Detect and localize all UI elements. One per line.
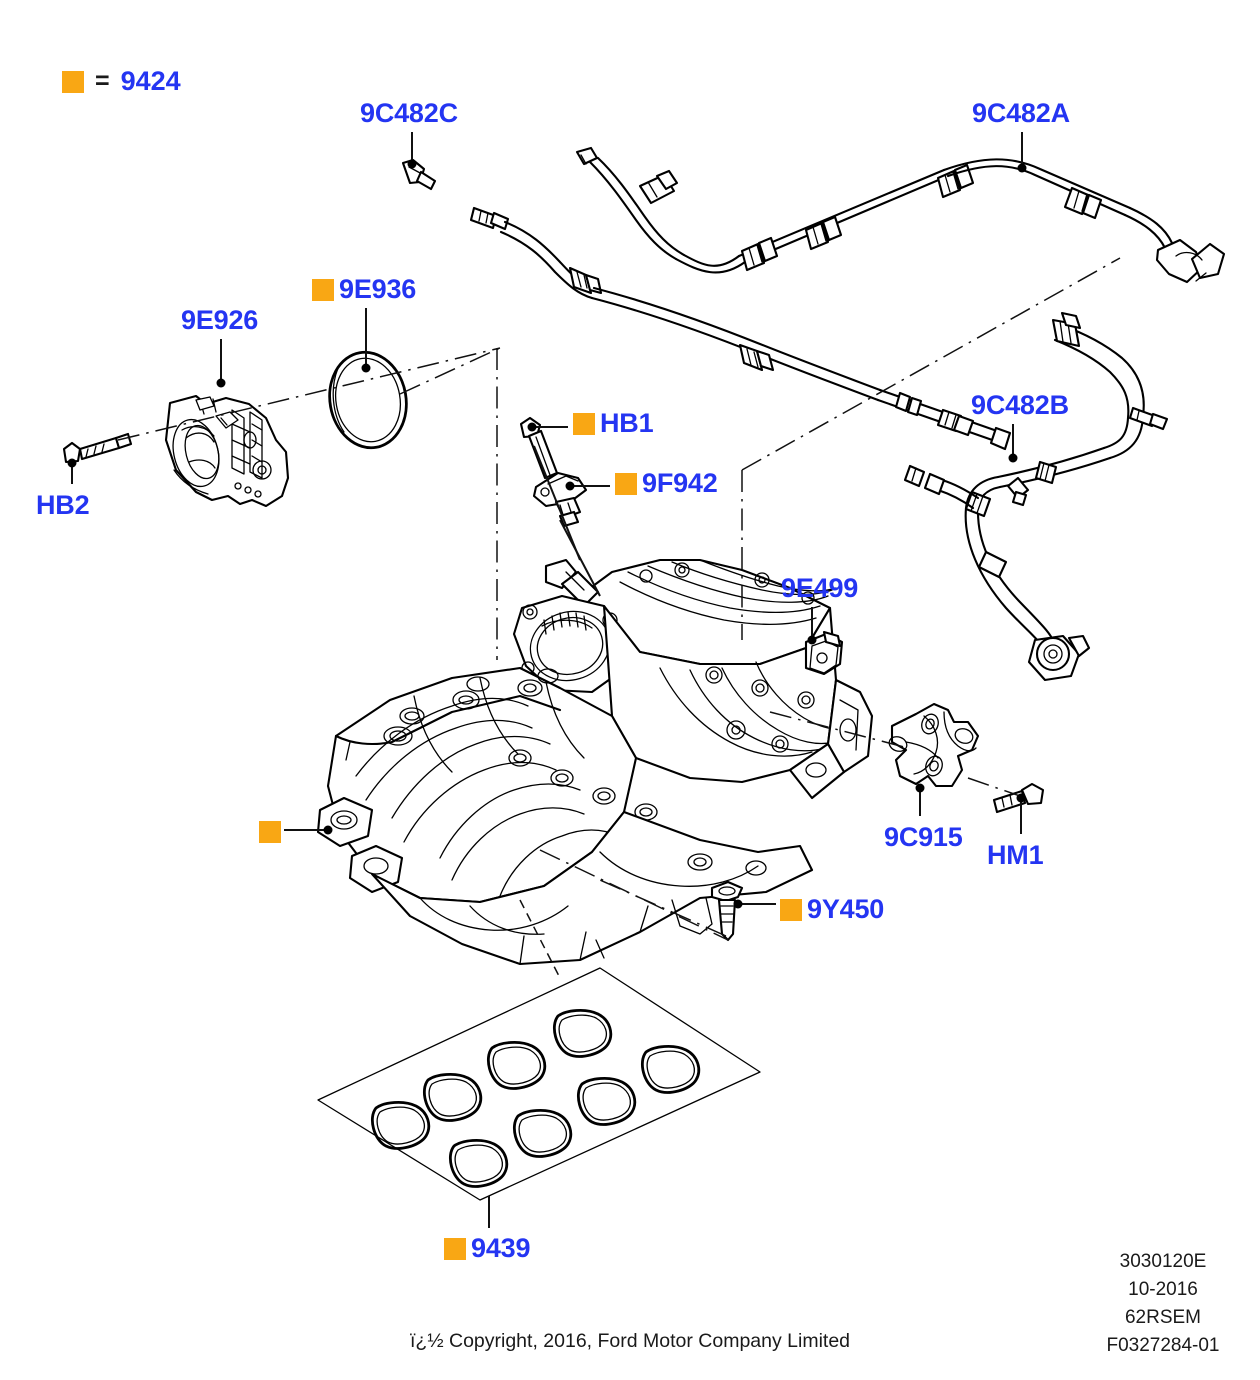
callout-label: 9C482A: [972, 98, 1070, 128]
callout-9c915[interactable]: 9C915: [884, 824, 963, 851]
part-9e499-sensor: [804, 630, 844, 676]
figure-id: F0327284-01: [1106, 1335, 1220, 1356]
part-hb2-bolt: [62, 432, 133, 464]
part-9y450-screw: [710, 880, 744, 942]
drawing-date: 10-2016: [1128, 1279, 1198, 1300]
part-9e936-seal-ring: [328, 350, 408, 450]
callout-9439[interactable]: 9439: [444, 1235, 530, 1262]
callout-label: HB1: [600, 408, 654, 438]
callout-label: HM1: [987, 840, 1044, 870]
callout-label: 9E936: [339, 274, 417, 304]
callout-hb2[interactable]: HB2: [36, 490, 90, 520]
part-9c915-valve: [888, 702, 980, 788]
part-9c482a-hose: [575, 146, 1226, 284]
callout-label: 9E926: [181, 305, 259, 335]
callout-9c482c[interactable]: 9C482C: [360, 100, 458, 127]
part-9f942-sensor: [532, 471, 588, 528]
leader-lines: [67, 132, 1027, 1228]
assembly-axis-lines: [117, 257, 1121, 979]
callout-hm1[interactable]: HM1: [987, 840, 1044, 870]
callout-label: 9Y450: [807, 894, 885, 924]
legend-equals-sign: =: [95, 67, 110, 95]
color-swatch-9424: [780, 898, 802, 921]
footer-metadata: 3030120E 10-2016 62RSEM F0327284-01: [1088, 1248, 1238, 1360]
legend-part-number: 9424: [120, 66, 181, 96]
color-swatch-9424: [615, 472, 637, 495]
drawing-number: 3030120E: [1119, 1251, 1207, 1272]
callout-9f942[interactable]: 9F942: [615, 470, 718, 497]
part-9c482b-hose: [903, 311, 1169, 682]
color-swatch-9424: [573, 412, 595, 435]
callout-9e936[interactable]: 9E936: [312, 276, 416, 303]
color-swatch-9424: [444, 1237, 466, 1260]
callout-9e926[interactable]: 9E926: [181, 307, 258, 334]
color-swatch-9424: [312, 278, 334, 301]
part-9424-intake-manifold: [316, 558, 874, 966]
callout-label: 9F942: [642, 468, 718, 498]
drawing-code: 62RSEM: [1124, 1307, 1202, 1328]
callout-label: HB2: [36, 490, 90, 520]
callout-9424-marker[interactable]: [259, 821, 281, 843]
copyright-notice: ï¿½ Copyright, 2016, Ford Motor Company …: [409, 1330, 851, 1352]
callout-9c482b[interactable]: 9C482B: [971, 392, 1069, 419]
legend-color-swatch: [62, 70, 84, 93]
callout-label: 9C915: [884, 822, 963, 852]
callout-hb1[interactable]: HB1: [573, 408, 654, 438]
callout-9y450[interactable]: 9Y450: [780, 896, 884, 923]
color-swatch-9424: [259, 821, 281, 843]
callout-label: 9439: [471, 1233, 531, 1263]
legend-9424: = 9424: [62, 68, 181, 95]
callout-label: 9C482C: [360, 98, 458, 128]
callout-label: 9C482B: [971, 390, 1069, 420]
part-9439-gasket-set: [317, 967, 761, 1201]
part-9e926-throttle-body: [164, 394, 290, 508]
part-9c482c-hose: [401, 158, 1012, 451]
callout-9e499[interactable]: 9E499: [781, 575, 858, 602]
callout-9c482a[interactable]: 9C482A: [972, 100, 1070, 127]
callout-label: 9E499: [781, 573, 859, 603]
